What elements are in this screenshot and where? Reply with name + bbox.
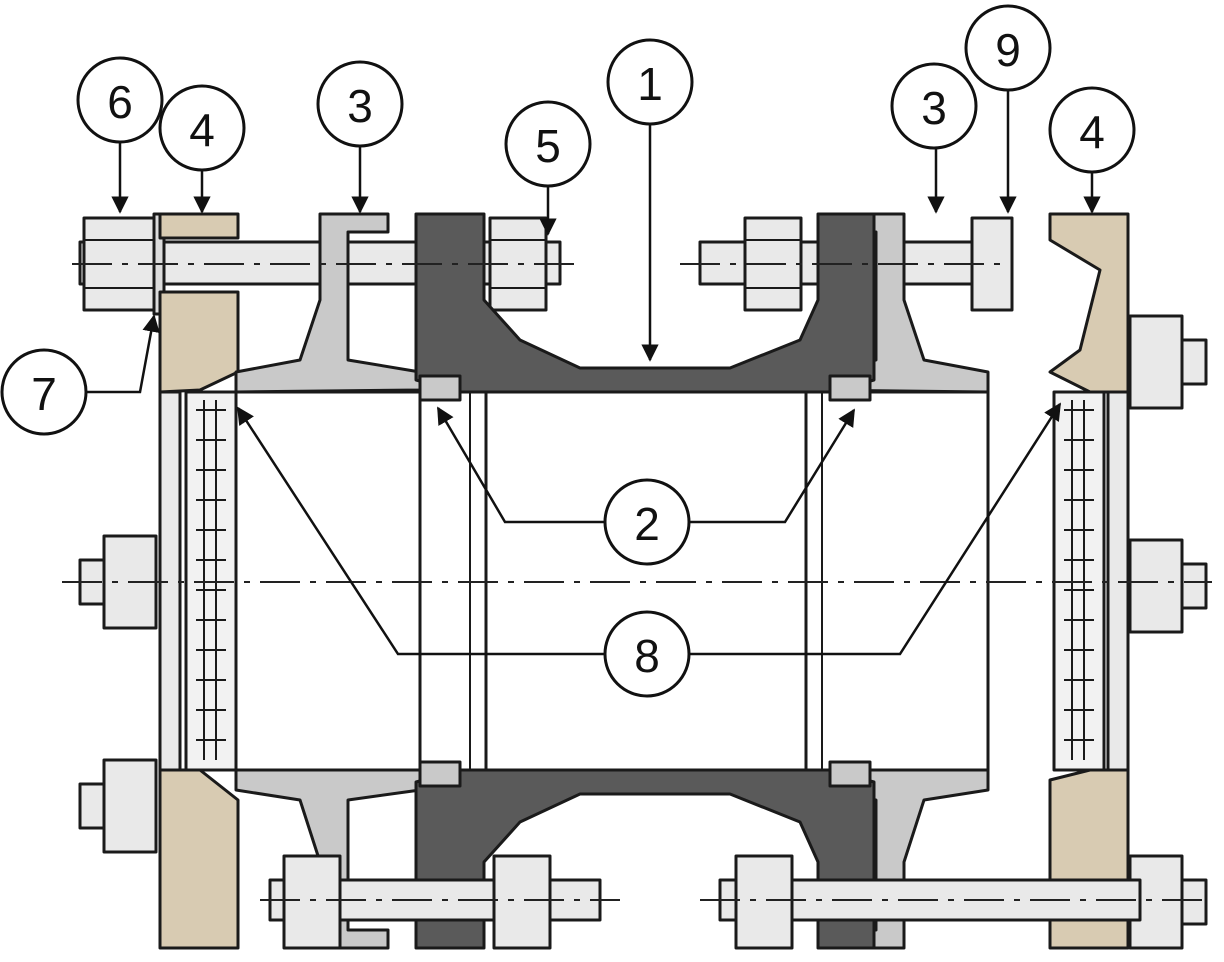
centerlines bbox=[62, 263, 1212, 901]
gaskets-2 bbox=[418, 374, 872, 788]
left-gasket bbox=[418, 374, 462, 402]
right-gasket bbox=[828, 374, 872, 402]
callout-5: 5 bbox=[504, 100, 592, 188]
callout-6-label: 6 bbox=[107, 76, 133, 128]
callout-1-label: 1 bbox=[637, 58, 663, 110]
callout-6: 6 bbox=[76, 56, 164, 144]
callout-7: 7 bbox=[0, 348, 88, 436]
right-side-bolts bbox=[1128, 314, 1208, 950]
callout-9-label: 9 bbox=[995, 24, 1021, 76]
callout-8: 8 bbox=[603, 610, 691, 698]
callout-1: 1 bbox=[606, 38, 694, 126]
leader-lines bbox=[86, 90, 1101, 656]
callout-3-left-label: 3 bbox=[347, 80, 373, 132]
callout-2: 2 bbox=[603, 478, 691, 566]
callout-9: 9 bbox=[964, 4, 1052, 92]
callout-3-left: 3 bbox=[316, 60, 404, 148]
callout-4-left-label: 4 bbox=[189, 104, 215, 156]
callout-4-left: 4 bbox=[158, 84, 246, 172]
callout-3-right: 3 bbox=[890, 62, 978, 150]
callout-2-label: 2 bbox=[634, 498, 660, 550]
callout-5-label: 5 bbox=[535, 120, 561, 172]
callout-4-right-label: 4 bbox=[1079, 106, 1105, 158]
callout-3-right-label: 3 bbox=[921, 82, 947, 134]
callout-4-right: 4 bbox=[1048, 86, 1136, 174]
left-side-bolts bbox=[78, 534, 158, 854]
callout-7-label: 7 bbox=[31, 368, 57, 420]
callout-8-label: 8 bbox=[634, 630, 660, 682]
